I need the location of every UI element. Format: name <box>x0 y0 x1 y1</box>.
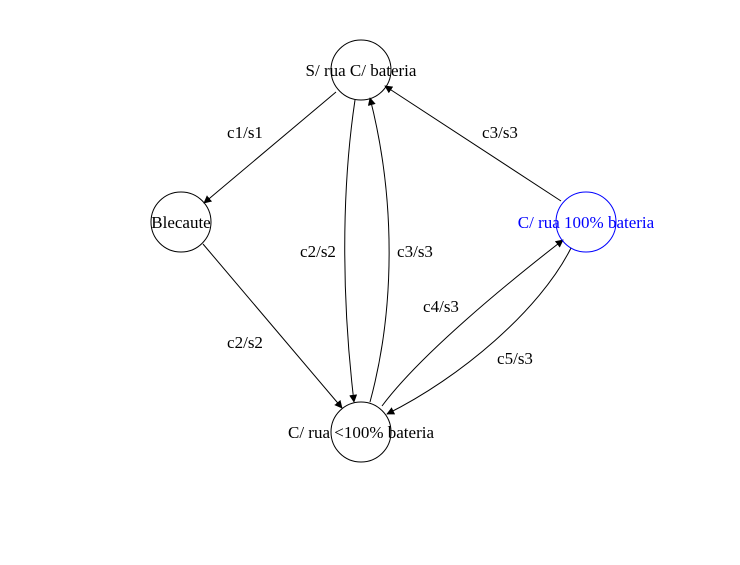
edge-s-rua-to-blecaute: c1/s1 <box>203 91 337 204</box>
node-blecaute: Blecaute <box>150 191 212 253</box>
edge-c-rua-100-to-s-rua: c3/s3 <box>384 85 562 202</box>
edge-label-c2-s2-left: c2/s2 <box>227 333 263 352</box>
edge-label-c4-s3: c4/s3 <box>423 297 459 316</box>
edge-label-c2-s2-center: c2/s2 <box>300 242 336 261</box>
edge-label-c1-s1: c1/s1 <box>227 123 263 142</box>
node-label-s-rua-c-bateria: S/ rua C/ bateria <box>306 61 417 80</box>
edge-s-rua-to-c-rua-lt100: c2/s2 <box>300 99 358 403</box>
edge-c-rua-lt100-to-s-rua: c3/s3 <box>367 97 433 403</box>
node-label-blecaute: Blecaute <box>151 213 210 232</box>
edge-label-c3-s3-center: c3/s3 <box>397 242 433 261</box>
edge-label-c3-s3-right: c3/s3 <box>482 123 518 142</box>
edge-c-rua-100-to-c-rua-lt100: c5/s3 <box>386 247 572 415</box>
node-label-c-rua-100-bateria: C/ rua 100% bateria <box>518 213 655 232</box>
edge-c-rua-lt100-to-c-rua-100: c4/s3 <box>381 239 564 407</box>
node-label-c-rua-lt100-bateria: C/ rua <100% bateria <box>288 423 434 442</box>
edge-blecaute-to-c-rua-lt100: c2/s2 <box>202 243 343 409</box>
node-c-rua-100-bateria: C/ rua 100% bateria <box>518 191 655 253</box>
edge-label-c5-s3: c5/s3 <box>497 349 533 368</box>
node-s-rua-c-bateria: S/ rua C/ bateria <box>306 39 417 101</box>
node-c-rua-lt100-bateria: C/ rua <100% bateria <box>288 401 434 463</box>
